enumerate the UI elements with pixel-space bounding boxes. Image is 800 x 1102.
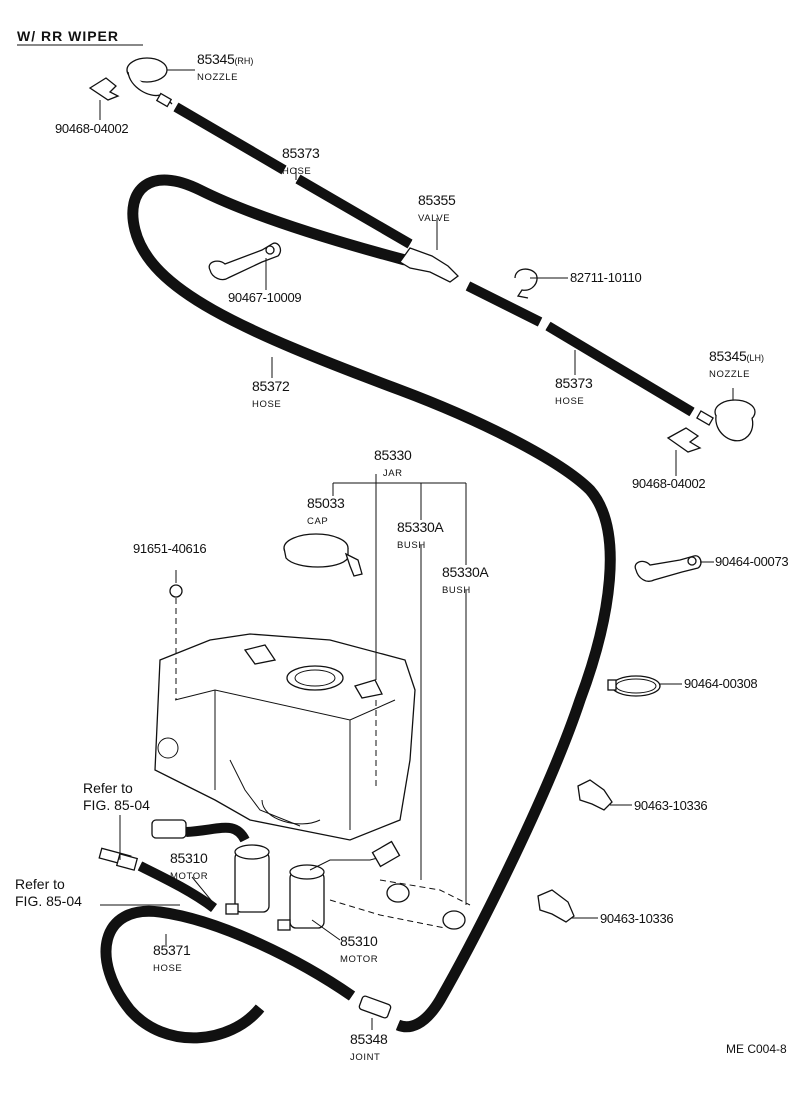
part-name: CAP bbox=[307, 516, 329, 527]
part-name: NOZZLE bbox=[709, 369, 751, 380]
part-number: 85310 bbox=[340, 933, 378, 949]
jar-85330 bbox=[154, 633, 416, 841]
part-number: 85348 bbox=[350, 1031, 388, 1047]
nozzle-rh bbox=[126, 57, 173, 108]
part-number: 85373 bbox=[282, 145, 320, 161]
part-name: HOSE bbox=[252, 399, 282, 410]
part-number: 85330 bbox=[374, 447, 412, 463]
part-name: BUSH bbox=[397, 540, 426, 551]
label-nozzle-rh: 85345(RH) NOZZLE bbox=[197, 52, 253, 84]
label-screw: 91651-40616 bbox=[133, 541, 207, 556]
label-clip-90463-a: 90463-10336 bbox=[634, 798, 708, 813]
hose-85372 bbox=[127, 174, 616, 1033]
clip-90468-right bbox=[666, 427, 702, 453]
leaders bbox=[99, 69, 734, 945]
guide-lines bbox=[175, 598, 471, 929]
label-clip-right: 90468-04002 bbox=[632, 476, 706, 491]
label-clamp-82711: 82711-10110 bbox=[570, 270, 642, 285]
part-name: JOINT bbox=[350, 1052, 381, 1063]
clip-90463-lower bbox=[537, 889, 575, 923]
jar-leaders bbox=[332, 474, 467, 905]
label-hose-85372: 85372 HOSE bbox=[252, 378, 290, 411]
label-hose-85373-a: 85373 HOSE bbox=[282, 145, 320, 178]
label-motor-a: 85310 MOTOR bbox=[170, 851, 208, 883]
part-name: HOSE bbox=[555, 396, 585, 407]
label-bush-a: 85330A BUSH bbox=[397, 519, 444, 552]
part-name: NOZZLE bbox=[197, 72, 239, 83]
clamp-90467 bbox=[208, 242, 282, 281]
hose-85373-lower bbox=[465, 281, 695, 417]
cap-85033 bbox=[283, 533, 363, 577]
label-clamp-90464-00073: 90464-00073 bbox=[715, 554, 789, 569]
part-name: HOSE bbox=[282, 166, 312, 177]
refer-to-label-2: Refer to FIG. 85-04 bbox=[15, 876, 82, 910]
label-clip-top-left: 90468-04002 bbox=[55, 121, 129, 136]
part-name: BUSH bbox=[442, 585, 471, 596]
part-suffix: (RH) bbox=[234, 56, 254, 66]
part-number: 85373 bbox=[555, 375, 593, 391]
band-90464-00308 bbox=[607, 675, 661, 697]
label-valve: 85355 VALVE bbox=[418, 192, 456, 225]
clamp-90464-00073 bbox=[634, 555, 702, 582]
part-number: 85330A bbox=[442, 564, 489, 580]
joint-85348 bbox=[358, 995, 392, 1030]
part-name: VALVE bbox=[418, 213, 451, 224]
motor-85310-right bbox=[277, 840, 401, 931]
diagram-title: W/ RR WIPER bbox=[17, 28, 119, 44]
clamp-82711 bbox=[514, 268, 538, 299]
nozzle-lh bbox=[696, 399, 756, 442]
refer-line1: Refer to bbox=[83, 780, 133, 796]
part-number: 85033 bbox=[307, 495, 345, 511]
part-number: 85371 bbox=[153, 942, 191, 958]
label-hose-85371: 85371 HOSE bbox=[153, 942, 191, 975]
part-number: 85345 bbox=[709, 348, 747, 364]
refer-line2: FIG. 85-04 bbox=[15, 893, 82, 909]
label-clamp-90467: 90467-10009 bbox=[228, 290, 302, 305]
clip-90468-top bbox=[88, 77, 120, 101]
hose-85373-upper bbox=[173, 102, 413, 249]
label-motor-b: 85310 MOTOR bbox=[340, 934, 378, 966]
part-name: MOTOR bbox=[170, 871, 209, 882]
label-joint: 85348 JOINT bbox=[350, 1031, 388, 1064]
hose-85371 bbox=[100, 905, 356, 1044]
part-number: 85345 bbox=[197, 51, 235, 67]
valve-85355 bbox=[399, 247, 459, 283]
refer-line1: Refer to bbox=[15, 876, 65, 892]
part-suffix: (LH) bbox=[746, 353, 764, 363]
footer-code: ME C004-8 bbox=[726, 1042, 787, 1056]
part-name: JAR bbox=[382, 468, 403, 479]
label-bush-b: 85330A BUSH bbox=[442, 564, 489, 597]
part-number: 85372 bbox=[252, 378, 290, 394]
screw-91651 bbox=[169, 570, 183, 598]
refer-to-label-1: Refer to FIG. 85-04 bbox=[83, 780, 150, 814]
bush-85330a bbox=[386, 883, 466, 930]
part-name: MOTOR bbox=[340, 954, 379, 965]
part-name: HOSE bbox=[153, 963, 183, 974]
motor-85310-left bbox=[225, 844, 270, 915]
label-nozzle-lh: 85345(LH) NOZZLE bbox=[709, 349, 764, 381]
label-hose-85373-b: 85373 HOSE bbox=[555, 375, 593, 408]
refer-line2: FIG. 85-04 bbox=[83, 797, 150, 813]
label-band-90464-00308: 90464-00308 bbox=[684, 676, 758, 691]
clip-90463-upper bbox=[577, 779, 613, 811]
part-number: 85355 bbox=[418, 192, 456, 208]
label-jar: 85330 JAR bbox=[374, 447, 412, 480]
label-clip-90463-b: 90463-10336 bbox=[600, 911, 674, 926]
part-number: 85330A bbox=[397, 519, 444, 535]
label-cap: 85033 CAP bbox=[307, 495, 345, 528]
part-number: 85310 bbox=[170, 850, 208, 866]
motor-hoses bbox=[98, 819, 250, 913]
